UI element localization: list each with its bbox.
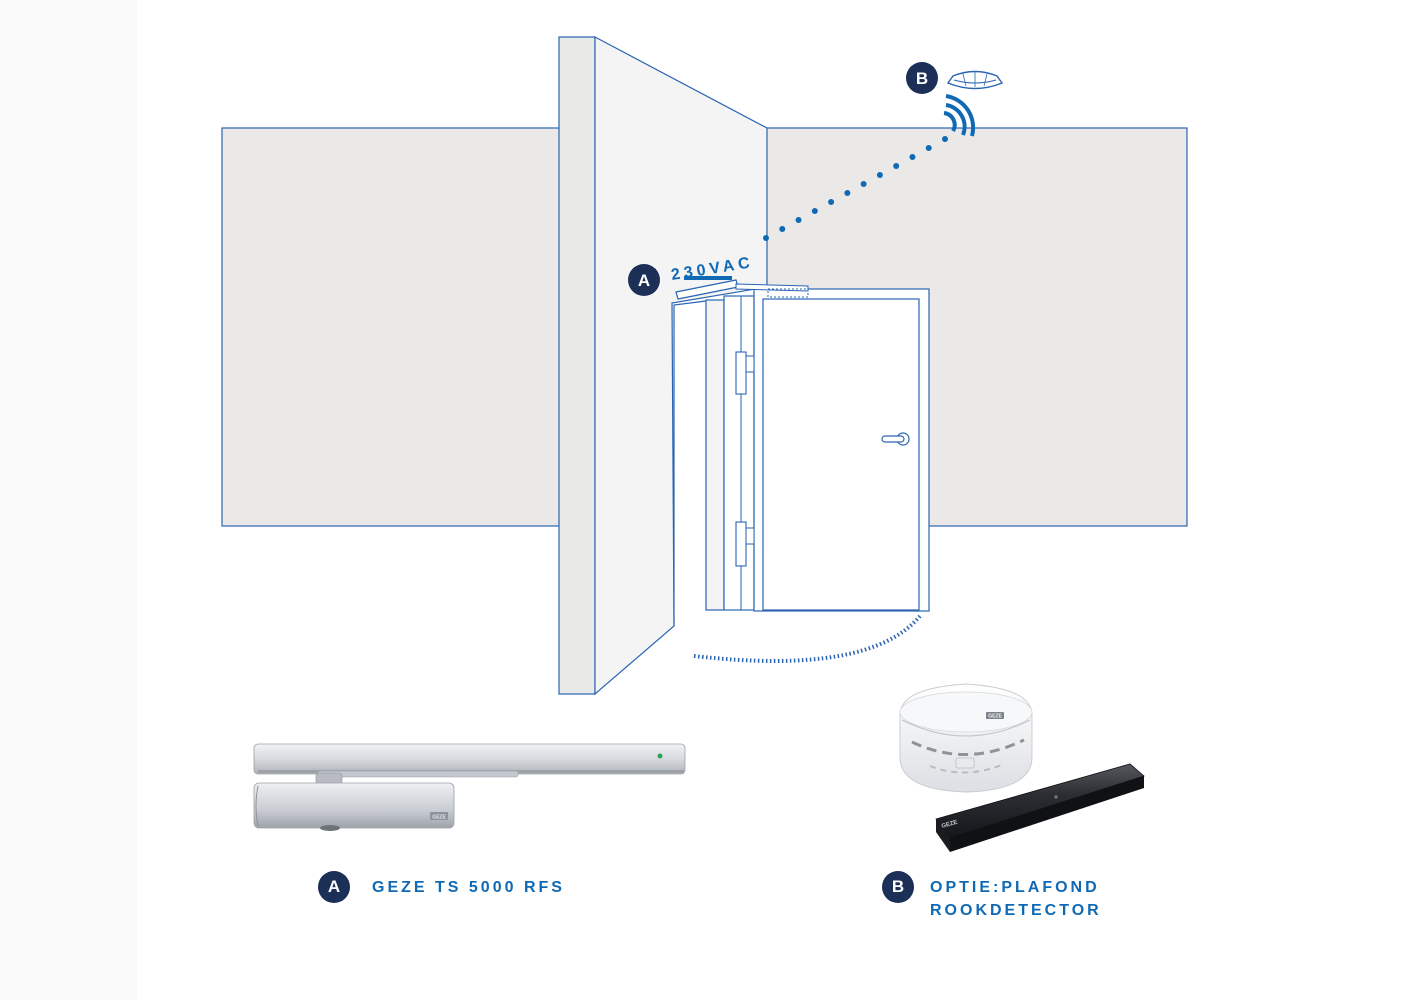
caption-a-line1: GEZE TS 5000 RFS [372, 879, 565, 896]
signal-dot [779, 226, 786, 232]
status-led [657, 753, 663, 759]
wireless-signal-line [763, 136, 948, 241]
caption-a-badge: A [318, 871, 350, 903]
signal-dot [811, 208, 818, 214]
caption-b-line2: ROOKDETECTOR [930, 902, 1102, 919]
wifi-signal-icon [943, 94, 976, 137]
signal-dot [828, 199, 835, 205]
caption-b: B OPTIE:PLAFOND ROOKDETECTOR [882, 871, 1102, 922]
svg-text:B: B [916, 69, 928, 88]
door-leaf [762, 298, 920, 611]
caption-b-line1: OPTIE:PLAFOND [930, 879, 1100, 896]
badge-b-diagram: B [906, 62, 938, 94]
svg-text:GEZE: GEZE [432, 815, 446, 821]
smoke-detector-product: GEZE [899, 683, 1033, 793]
signal-dot [893, 163, 900, 169]
svg-text:GEZE: GEZE [988, 714, 1002, 720]
upper-hinge [735, 351, 747, 395]
signal-dot [942, 136, 948, 142]
caption-b-badge: B [882, 871, 914, 903]
caption-a-text: GEZE TS 5000 RFS [372, 876, 565, 899]
lower-hinge [735, 521, 747, 567]
detector-brand-plate [986, 712, 1004, 719]
badge-a-diagram: A [628, 264, 660, 296]
signal-dot [844, 190, 851, 196]
caption-b-text: OPTIE:PLAFOND ROOKDETECTOR [930, 876, 1102, 922]
door-swing-arc [693, 614, 922, 663]
caption-a: A GEZE TS 5000 RFS [318, 871, 565, 903]
door-edge [705, 299, 725, 611]
detector-icon [946, 70, 1004, 90]
svg-text:GEZE: GEZE [941, 820, 958, 830]
signal-dot [876, 172, 883, 178]
signal-dot [925, 145, 932, 151]
control-unit-product: GEZE [935, 763, 1145, 852]
back-wall-left [221, 127, 563, 527]
door-closer-drawing [675, 276, 809, 300]
closer-brand-plate [430, 812, 448, 820]
signal-dot [860, 181, 867, 187]
signal-dot [795, 217, 802, 223]
wall-panel [594, 36, 768, 696]
door-handle [881, 432, 910, 446]
door-closer-product: GEZE [253, 743, 686, 831]
signal-dot [909, 154, 916, 160]
wall-edge [558, 36, 596, 695]
signal-dot [763, 235, 769, 241]
svg-text:A: A [638, 271, 650, 290]
page-margin [0, 0, 137, 1000]
